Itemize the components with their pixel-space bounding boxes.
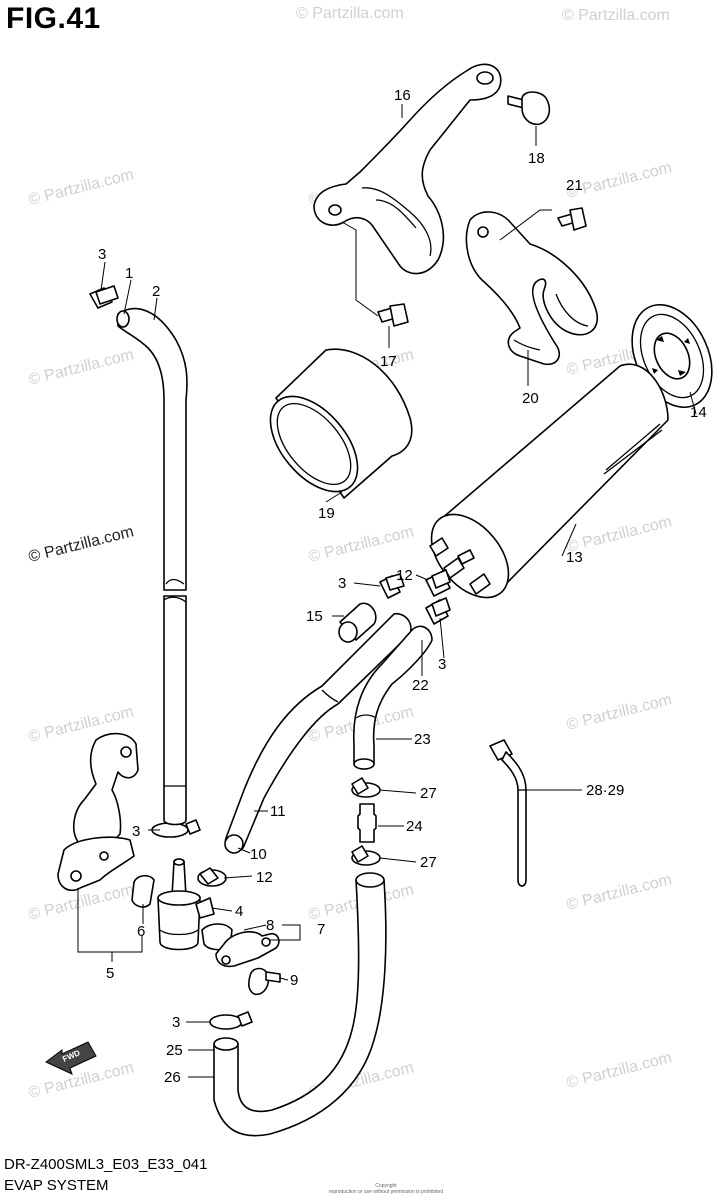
callout-18: 18 <box>528 150 545 167</box>
callout-3: 3 <box>438 656 446 673</box>
section-name: EVAP SYSTEM <box>4 1177 109 1194</box>
callout-3: 3 <box>172 1014 180 1031</box>
callout-9: 9 <box>290 972 298 989</box>
callout-28-29: 28·29 <box>586 782 624 799</box>
part-25-26-hose <box>213 872 387 1137</box>
callout-3: 3 <box>98 246 106 263</box>
part-27-clamp <box>351 777 381 866</box>
callout-26: 26 <box>164 1069 181 1086</box>
callout-25: 25 <box>166 1042 183 1059</box>
watermark: © Partzilla.com <box>296 5 404 22</box>
watermark: © Partzilla.com <box>565 1049 674 1092</box>
part-7-clamp <box>215 931 280 968</box>
copyright-line: Copyright <box>375 1183 397 1189</box>
part-17-bolt <box>377 303 409 327</box>
callout-22: 22 <box>412 677 429 694</box>
callout-16: 16 <box>394 87 411 104</box>
part-9-bolt <box>248 967 281 996</box>
part-28-29-ties <box>489 739 527 887</box>
callout-17: 17 <box>380 353 397 370</box>
part-5-bracket <box>57 732 139 892</box>
callout-1: 1 <box>125 265 133 282</box>
figure-title: FIG.41 <box>6 2 101 35</box>
callout-8: 8 <box>266 917 274 934</box>
watermark-highlighted: © Partzilla.com <box>27 523 136 566</box>
watermark: © Partzilla.com <box>307 523 416 566</box>
callout-7: 7 <box>317 921 325 938</box>
callout-27: 27 <box>420 785 437 802</box>
watermark: © Partzilla.com <box>27 1059 136 1102</box>
part-18-bolt <box>507 91 551 126</box>
model-code: DR-Z400SML3_E03_E33_041 <box>4 1156 208 1173</box>
callout-12: 12 <box>256 869 273 886</box>
callout-14: 14 <box>690 404 707 421</box>
part-4-valve <box>157 858 215 951</box>
part-12-clamp <box>197 569 451 887</box>
part-20-clamp-bracket <box>465 211 599 366</box>
watermark: © Partzilla.com <box>27 166 136 209</box>
callout-27: 27 <box>420 854 437 871</box>
callout-21: 21 <box>566 177 583 194</box>
part-1-2-hose <box>116 307 188 826</box>
callout-15: 15 <box>306 608 323 625</box>
watermark: © Partzilla.com <box>562 7 670 24</box>
leader-lines <box>77 104 697 1078</box>
callout-19: 19 <box>318 505 335 522</box>
callout-12: 12 <box>396 567 413 584</box>
callout-5: 5 <box>106 965 114 982</box>
callout-2: 2 <box>152 283 160 300</box>
callout-6: 6 <box>137 923 145 940</box>
callout-labels: 3 1 2 16 18 21 17 20 14 19 13 3 12 15 3 … <box>98 87 707 1086</box>
part-19-band <box>269 348 413 499</box>
part-22-23-hose <box>352 625 433 770</box>
part-15-cap <box>338 602 377 643</box>
part-3-clamp <box>89 285 451 1030</box>
watermark: © Partzilla.com <box>565 871 674 914</box>
callout-4: 4 <box>235 903 243 920</box>
callout-3: 3 <box>338 575 346 592</box>
copyright-notice: Copyright reproduction or use without pe… <box>316 1183 456 1195</box>
callout-24: 24 <box>406 818 423 835</box>
part-13-canister <box>429 363 669 599</box>
callout-3: 3 <box>132 823 140 840</box>
part-16-bracket <box>313 63 502 275</box>
callout-11: 11 <box>270 803 286 820</box>
callout-10: 10 <box>250 846 267 863</box>
copyright-line: reproduction or use without permission i… <box>328 1189 444 1195</box>
part-6-cushion <box>131 874 155 908</box>
part-21-bolt <box>557 207 587 231</box>
callout-13: 13 <box>566 549 583 566</box>
watermark: © Partzilla.com <box>565 691 674 734</box>
watermark: © Partzilla.com <box>27 346 136 389</box>
callout-23: 23 <box>414 731 431 748</box>
part-24-joint <box>357 803 377 843</box>
fwd-direction-arrow: FWD <box>45 1041 97 1075</box>
callout-20: 20 <box>522 390 539 407</box>
